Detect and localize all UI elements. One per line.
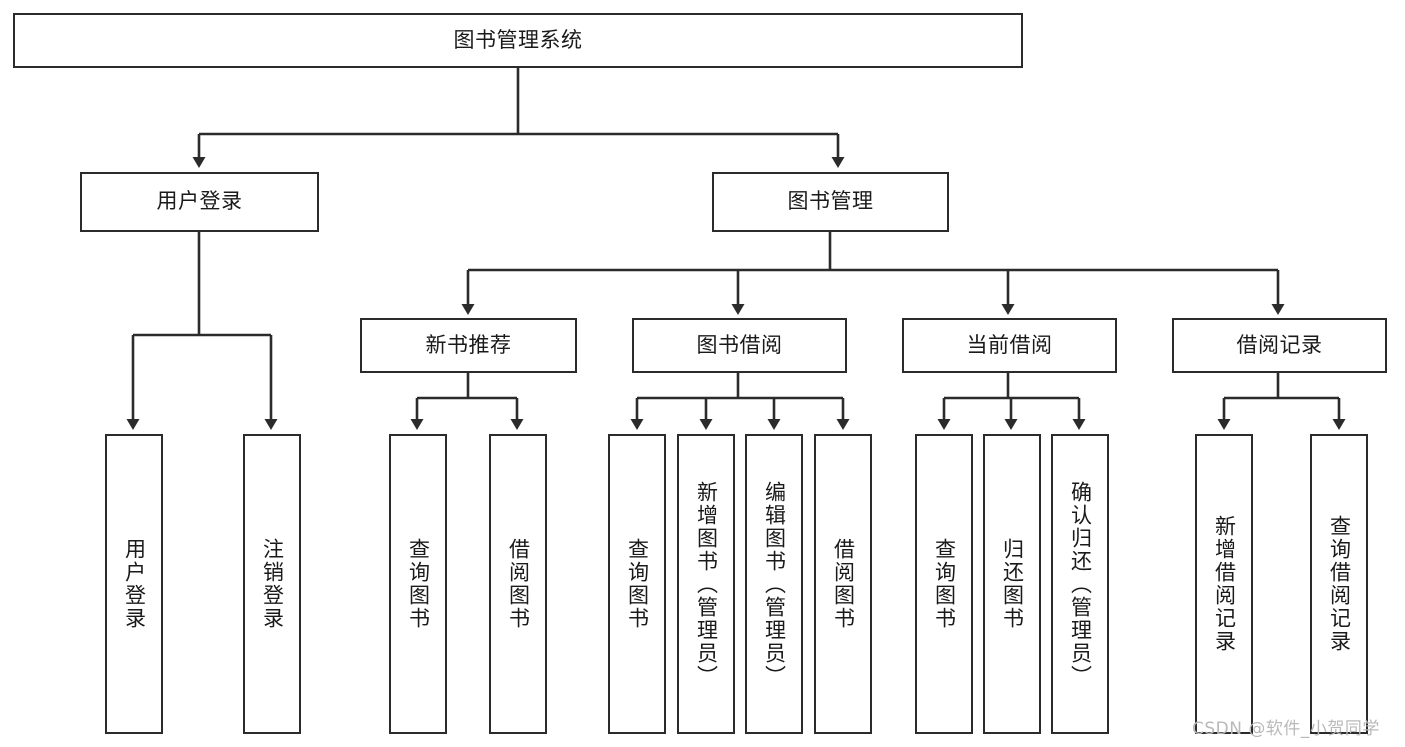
leaf-user-login-label: 用户登录 — [122, 538, 147, 630]
node-current-borrow-label: 当前借阅 — [966, 332, 1053, 357]
leaf-logout[interactable]: 注销登录 — [243, 434, 301, 734]
node-book-borrow[interactable]: 图书借阅 — [632, 318, 847, 373]
node-book-manage-label: 图书管理 — [787, 189, 874, 214]
node-borrow-record-label: 借阅记录 — [1236, 332, 1323, 357]
node-root[interactable]: 图书管理系统 — [13, 13, 1023, 68]
leaf-cb-return-book[interactable]: 归还图书 — [983, 434, 1041, 734]
leaf-bb-add-book-label: 新增图书（管理员） — [694, 480, 719, 688]
node-root-label: 图书管理系统 — [453, 27, 583, 52]
leaf-user-login[interactable]: 用户登录 — [105, 434, 163, 734]
leaf-cb-return-book-label: 归还图书 — [1000, 538, 1025, 630]
node-user-login[interactable]: 用户登录 — [80, 172, 319, 232]
node-current-borrow[interactable]: 当前借阅 — [902, 318, 1117, 373]
leaf-bb-edit-book[interactable]: 编辑图书（管理员） — [745, 434, 803, 734]
leaf-br-query-record-label: 查询借阅记录 — [1327, 515, 1352, 653]
leaf-br-query-record[interactable]: 查询借阅记录 — [1310, 434, 1368, 734]
leaf-bb-query-book-label: 查询图书 — [625, 538, 650, 630]
leaf-cb-confirm-return[interactable]: 确认归还（管理员） — [1051, 434, 1109, 734]
leaf-bb-borrow-book[interactable]: 借阅图书 — [814, 434, 872, 734]
leaf-bb-borrow-book-label: 借阅图书 — [831, 538, 856, 630]
node-book-manage[interactable]: 图书管理 — [712, 172, 949, 232]
leaf-logout-label: 注销登录 — [260, 538, 285, 630]
leaf-bb-query-book[interactable]: 查询图书 — [608, 434, 666, 734]
leaf-cb-confirm-return-label: 确认归还（管理员） — [1068, 480, 1093, 688]
leaf-cb-query-book-label: 查询图书 — [932, 538, 957, 630]
node-user-login-label: 用户登录 — [156, 189, 243, 214]
node-new-book-recommend-label: 新书推荐 — [425, 332, 512, 357]
node-borrow-record[interactable]: 借阅记录 — [1172, 318, 1387, 373]
leaf-bb-add-book[interactable]: 新增图书（管理员） — [677, 434, 735, 734]
leaf-nb-query-book[interactable]: 查询图书 — [389, 434, 447, 734]
leaf-br-add-record[interactable]: 新增借阅记录 — [1195, 434, 1253, 734]
leaf-nb-query-book-label: 查询图书 — [406, 538, 431, 630]
watermark: CSDN @软件_小贺同学 — [1192, 714, 1380, 739]
leaf-nb-borrow-book[interactable]: 借阅图书 — [489, 434, 547, 734]
watermark-text: CSDN @软件_小贺同学 — [1192, 719, 1380, 739]
node-book-borrow-label: 图书借阅 — [696, 332, 783, 357]
leaf-bb-edit-book-label: 编辑图书（管理员） — [762, 480, 787, 688]
leaf-br-add-record-label: 新增借阅记录 — [1212, 515, 1237, 653]
leaf-nb-borrow-book-label: 借阅图书 — [506, 538, 531, 630]
node-new-book-recommend[interactable]: 新书推荐 — [360, 318, 577, 373]
leaf-cb-query-book[interactable]: 查询图书 — [915, 434, 973, 734]
